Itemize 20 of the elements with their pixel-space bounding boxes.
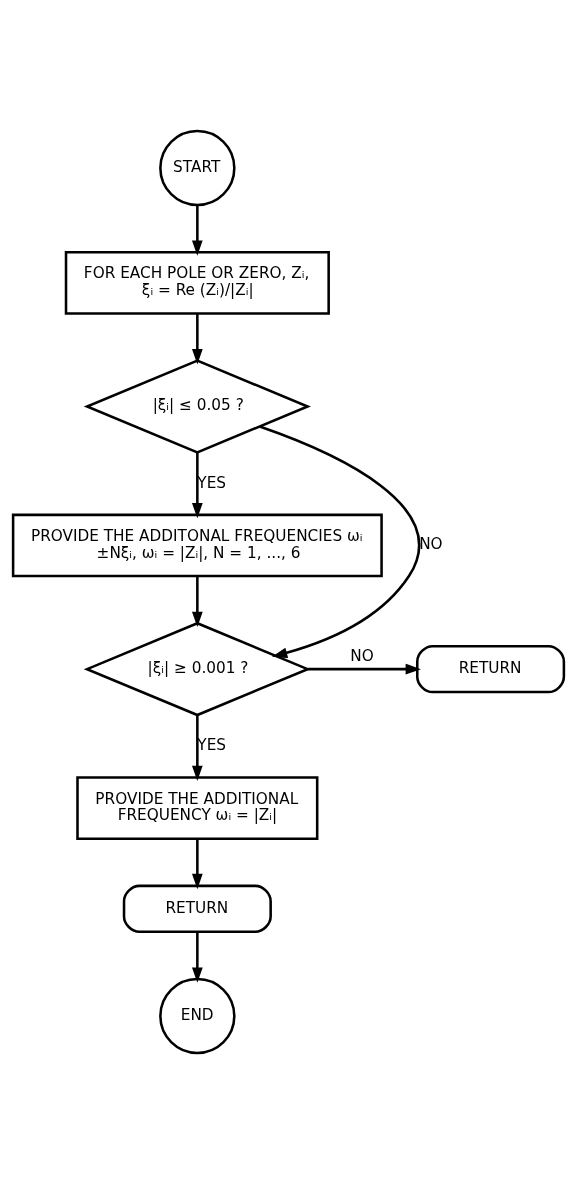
arrow bbox=[191, 205, 203, 256]
arrow bbox=[191, 452, 203, 519]
arrow bbox=[191, 715, 203, 781]
arrow bbox=[191, 576, 203, 627]
node-box: RETURN bbox=[122, 884, 272, 934]
node-box: FOR EACH POLE OR ZERO, Zᵢ, ξᵢ = Re (Zᵢ)/|Zᵢ| bbox=[64, 250, 330, 315]
arrow bbox=[191, 932, 203, 983]
arrow bbox=[191, 314, 203, 365]
node-box: PROVIDE THE ADDITIONAL FREQUENCY ωᵢ = |Zᵢ| bbox=[76, 776, 319, 840]
arrow bbox=[259, 425, 421, 659]
node-box: PROVIDE THE ADDITONAL FREQUENCIES ωᵢ ±Nξᵢ, ωᵢ = |Zᵢ|, N = 1, ..., 6 bbox=[11, 513, 383, 578]
node-diamond: |ξᵢ| ≥ 0.001 ? bbox=[83, 621, 311, 717]
arrow bbox=[191, 838, 203, 890]
edge-label: NO bbox=[419, 535, 443, 554]
node-box: RETURN bbox=[416, 644, 566, 694]
edge-label: NO bbox=[350, 646, 374, 665]
arrow bbox=[307, 663, 421, 675]
node-circle: START bbox=[159, 129, 236, 207]
node-circle: END bbox=[159, 977, 236, 1055]
node-diamond: |ξᵢ| ≤ 0.05 ? bbox=[83, 359, 311, 454]
